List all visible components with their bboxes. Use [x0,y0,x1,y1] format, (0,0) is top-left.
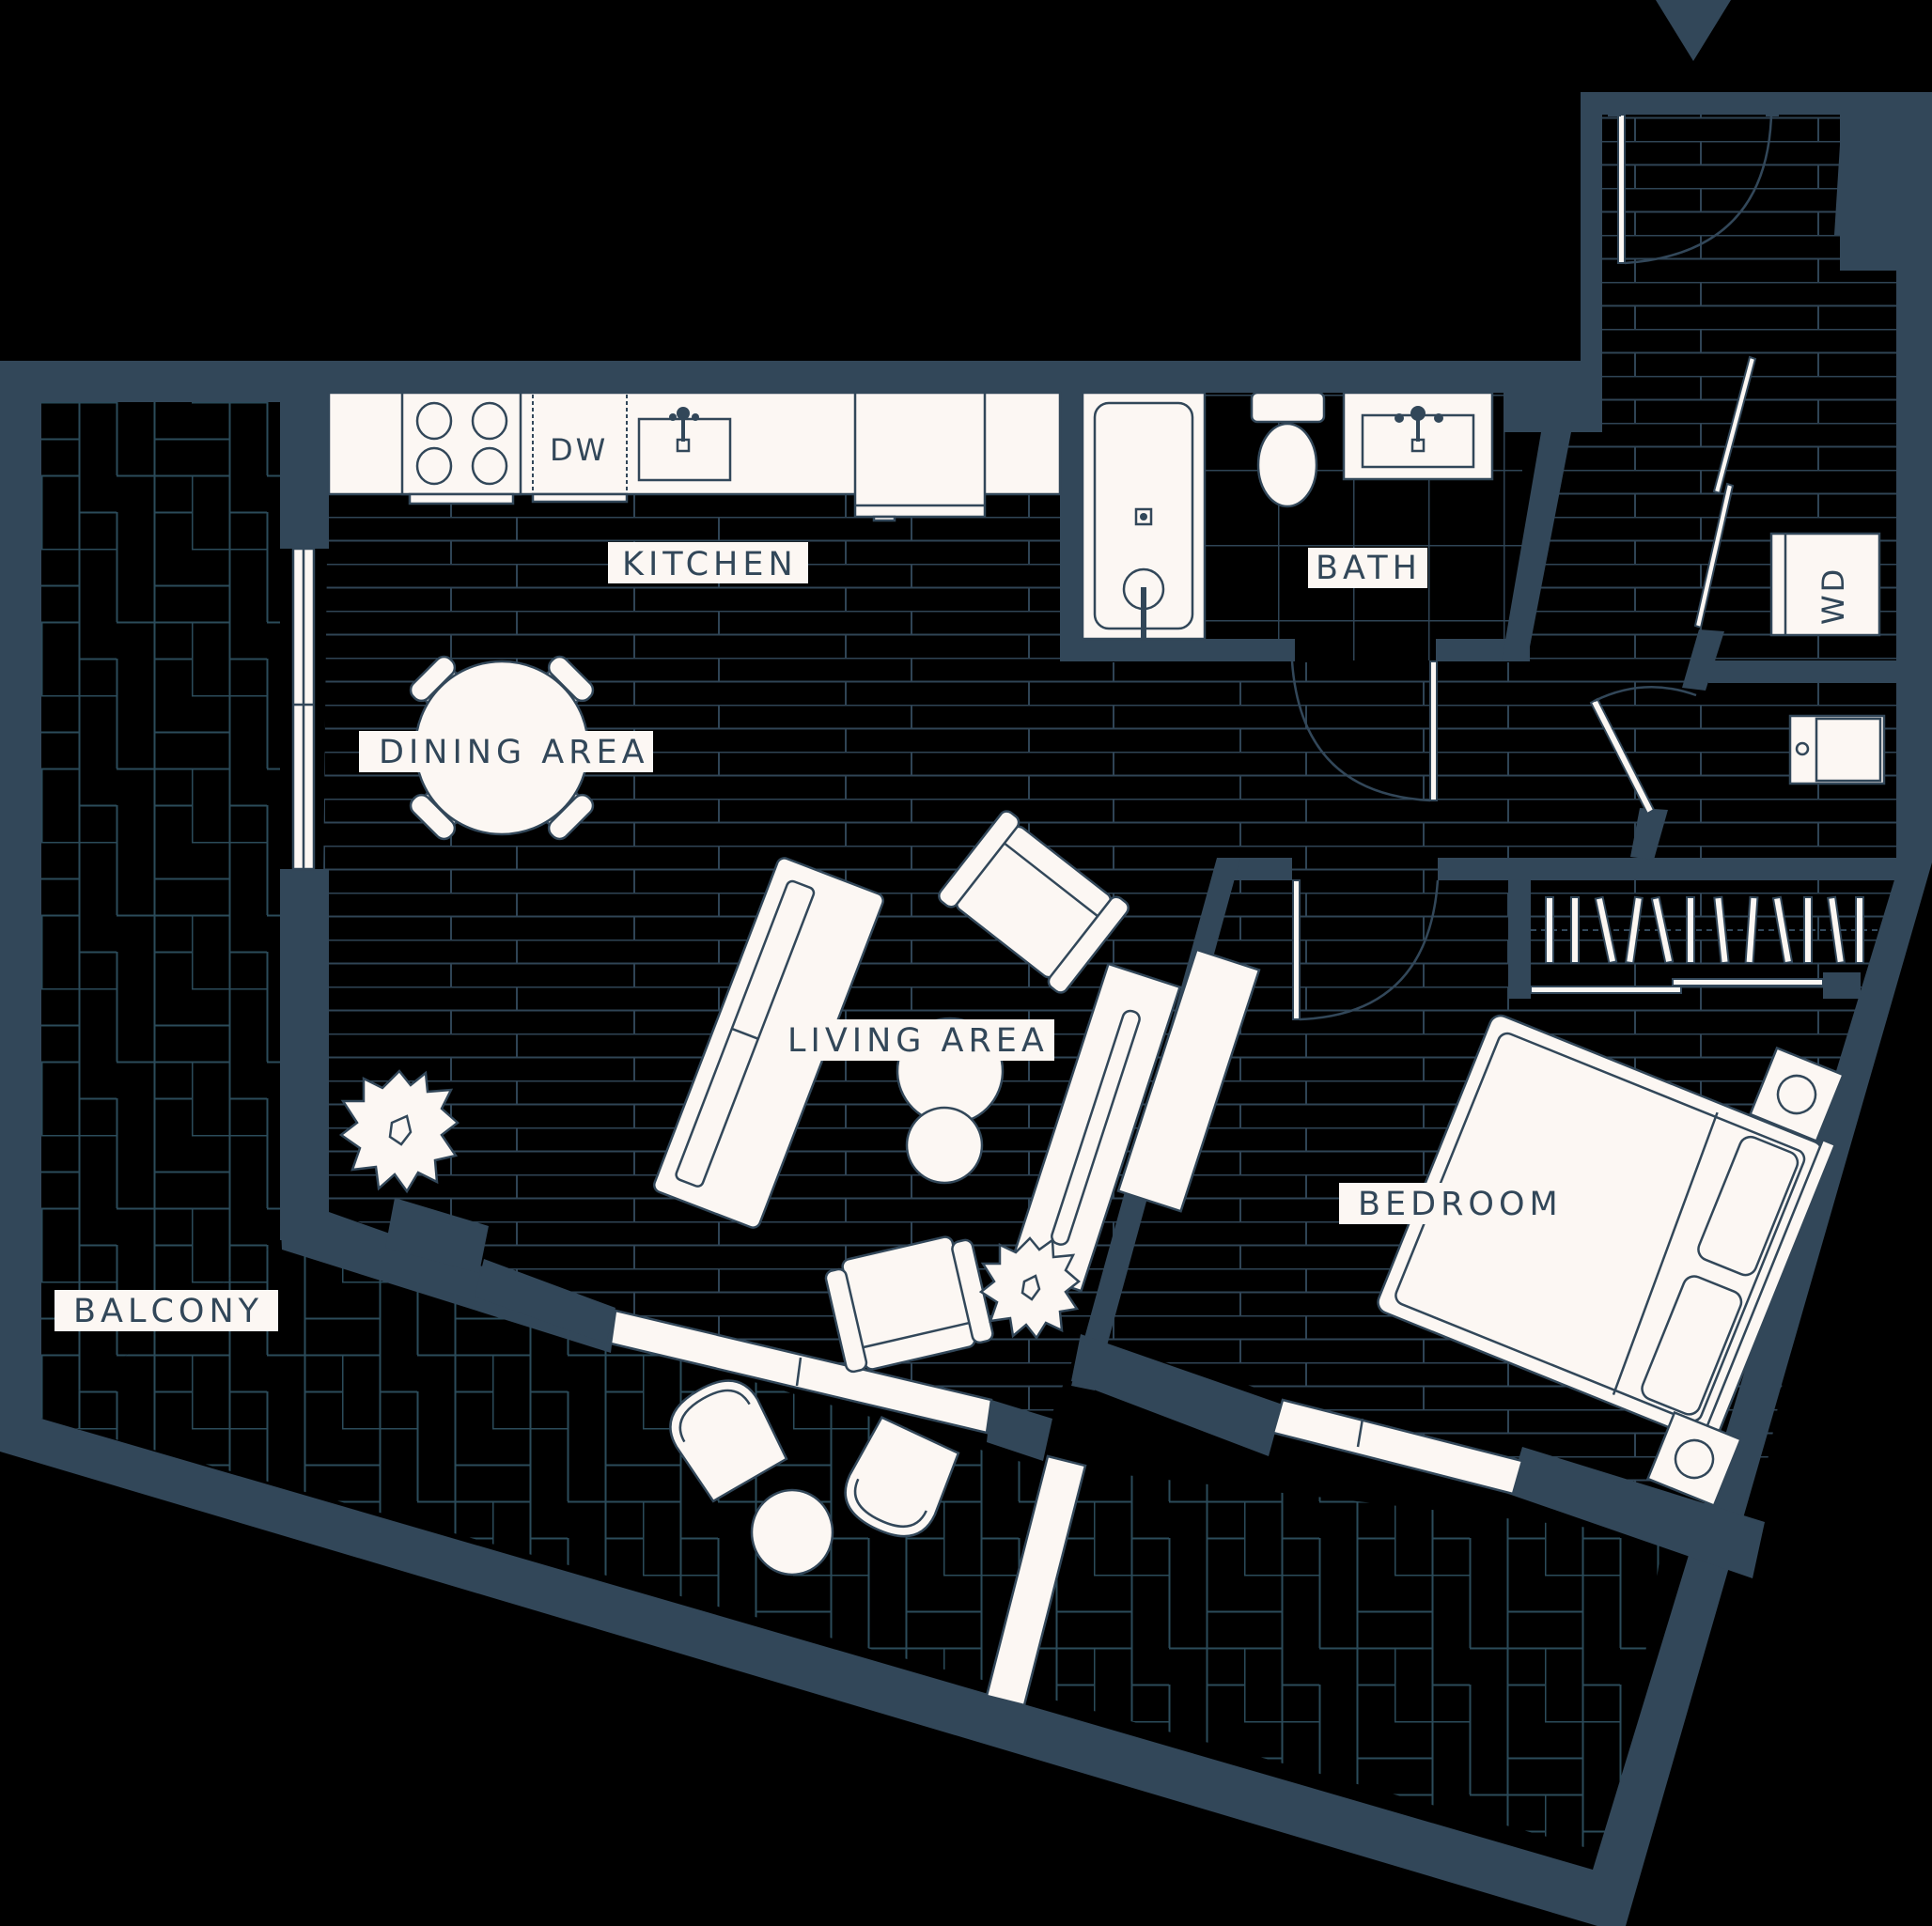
hall-slider-lower[interactable] [1693,482,1735,629]
armchair [824,1235,994,1374]
balcony-table [750,1488,834,1577]
range [400,391,522,496]
balcony-furniture [669,1379,960,1577]
entry-door[interactable] [1617,114,1626,264]
burner-icon [471,446,508,486]
room-labels: KITCHEN BATH DINING AREA LIVING AREA BED… [55,542,1563,1331]
balcony-floor-bottom [41,1240,1663,1856]
wall-bath-south-a [1060,639,1295,661]
closet-slider-b[interactable] [1672,978,1824,986]
wall-entry-slant [1834,115,1896,271]
wall-laundry-south [1708,660,1896,683]
hall-slider-upper[interactable] [1712,355,1757,495]
window-living-south [609,1309,993,1435]
bath-door[interactable] [1429,660,1438,801]
closet-hangers [1531,895,1879,965]
kitchen-label: KITCHEN [622,546,798,583]
dishwasher-label: DW [550,432,608,468]
balcony-floor-left [41,402,280,1419]
wall-laundry-stub [1682,629,1724,691]
window-bedroom-south [1271,1398,1524,1496]
washer-dryer-label: WD [1815,567,1851,625]
laundry: WD [1769,532,1886,785]
nightstand [1645,1410,1743,1508]
armchair [938,810,1130,994]
wall-bedroom-south-b [1508,1447,1765,1578]
wall-bedroom-north-b [1438,858,1896,880]
sofa [652,857,885,1229]
bedroom-door[interactable] [1292,879,1301,1020]
bedroom-door-swing [1299,879,1440,1021]
bedroom-furniture [1377,1014,1846,1508]
entry-door-swing [1624,114,1773,265]
toilet-tank [1250,391,1326,424]
burner-icon [415,446,453,486]
balcony-divider-screen [985,1454,1087,1707]
burner-icon [471,401,508,441]
wall-linen-stub [1630,808,1668,860]
nightstand [1748,1046,1846,1143]
bath-door-swing [1290,660,1431,802]
plant-icon [978,1236,1081,1341]
washer-dryer [1769,532,1881,637]
closet-slider-a[interactable] [1530,986,1682,994]
toilet-bowl [1256,422,1318,508]
plant-icon [338,1069,460,1194]
living-label: LIVING AREA [787,1022,1049,1060]
entry-arrow-icon [1656,0,1731,61]
wall-bath-east [1502,393,1602,661]
side-table [905,1106,984,1185]
wall-closet-east-stub [1823,972,1861,999]
wall-balcony-left-lower [280,869,329,1240]
wall-bath-west [1060,393,1083,660]
wall-living-south-3 [987,1400,1052,1461]
burner-icon [415,401,453,441]
utility-unit [1788,714,1886,785]
dresser [1116,948,1261,1213]
wall-closet-west [1508,878,1531,999]
doors [1290,93,1824,1021]
wall-living-south-pier [385,1198,489,1273]
wall-balcony-left-upper [280,361,329,549]
bath-label: BATH [1316,550,1422,587]
bath-fixtures [1081,391,1494,641]
bedroom-label: BEDROOM [1358,1186,1563,1223]
refrigerator [853,391,987,519]
windows [291,547,1524,1496]
dining-label: DINING AREA [379,734,649,771]
kitchen-fixtures: DW [327,391,1062,522]
wall-bedroom-south-a [1071,1334,1283,1456]
laundry-door-swing [1594,686,1697,703]
bed [1377,1014,1837,1452]
balcony-label: BALCONY [73,1293,263,1330]
wall-living-south-2 [475,1259,615,1344]
